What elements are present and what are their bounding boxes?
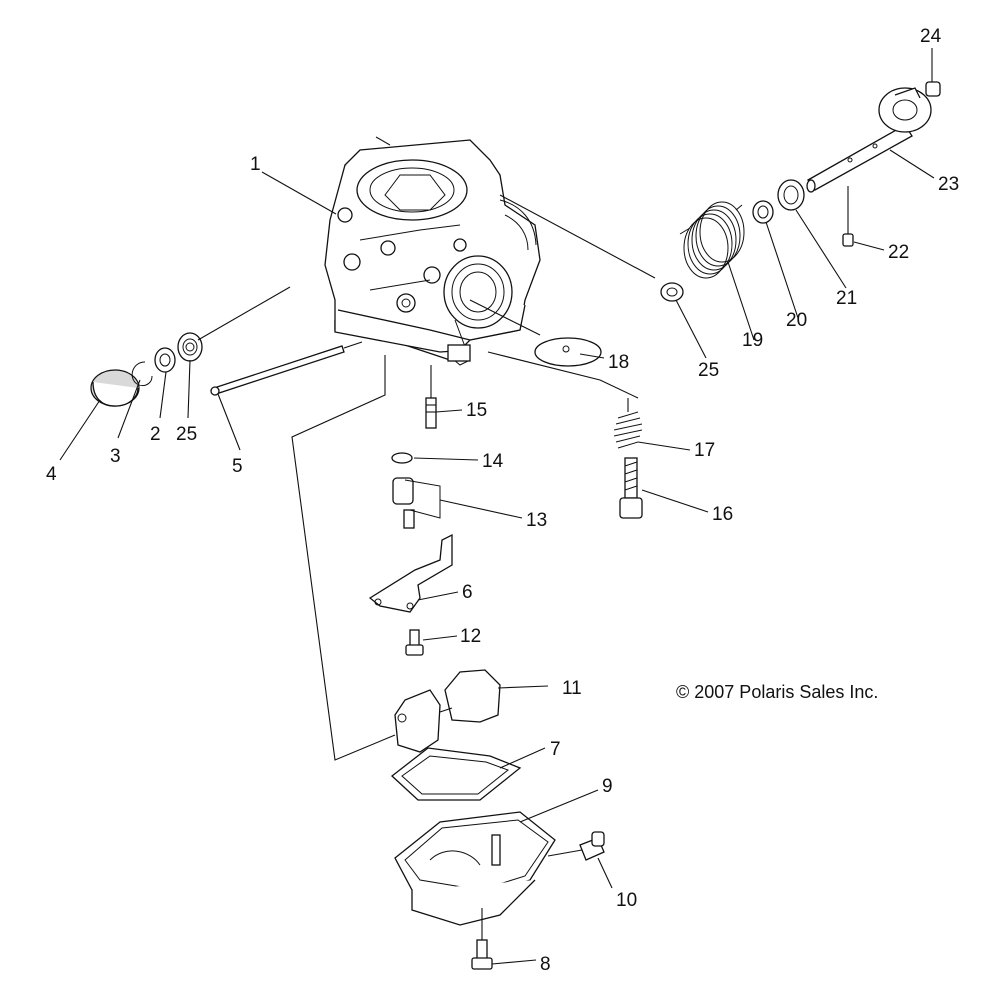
float-bowl-9: [394, 811, 556, 926]
callout-25-left: 25: [176, 424, 197, 445]
jet-15: [425, 365, 437, 429]
callout-9: 9: [602, 776, 613, 797]
cover-18: [534, 337, 602, 367]
spring-19: [679, 201, 745, 279]
axis-line-right: [499, 194, 656, 279]
callout-12: 12: [460, 626, 481, 647]
callout-13: 13: [526, 510, 547, 531]
bushing-21: [777, 179, 805, 211]
cap-nut-24: [925, 81, 941, 97]
callout-1: 1: [250, 154, 261, 175]
screw-12: [405, 629, 424, 656]
callout-11: 11: [562, 678, 582, 699]
screw-8: [471, 908, 493, 970]
callout-21: 21: [836, 288, 857, 309]
callout-3: 3: [110, 446, 121, 467]
cap-4: [90, 369, 140, 407]
callout-16: 16: [712, 504, 733, 525]
callout-24: 24: [920, 26, 942, 47]
throttle-shaft-5: [210, 345, 345, 396]
carburetor-body: [324, 136, 541, 366]
shaft-23: [806, 87, 932, 193]
gasket-7: [390, 747, 522, 801]
needle-valve-13: [392, 477, 441, 529]
spring-17: [613, 398, 643, 449]
callout-25-right: 25: [698, 360, 719, 381]
callout-7: 7: [550, 739, 561, 760]
idle-screw-16: [619, 457, 643, 519]
drain-screw-10: [547, 831, 605, 861]
callout-22: 22: [888, 242, 909, 263]
callout-15: 15: [466, 400, 487, 421]
o-ring-14: [391, 452, 413, 464]
axis-line-cover: [469, 299, 541, 336]
assembly-axis-line: [291, 355, 396, 761]
seal-25-left: [177, 332, 203, 362]
washer-2: [154, 347, 176, 373]
axis-line-shaft: [343, 341, 363, 349]
callout-17: 17: [694, 440, 715, 461]
axis-line-idle: [487, 351, 639, 399]
float-bracket-6: [368, 533, 453, 613]
e-clip-3: [131, 361, 153, 387]
callout-20: 20: [786, 310, 807, 331]
callout-6: 6: [462, 582, 473, 603]
callout-2: 2: [150, 424, 161, 445]
washer-20: [752, 200, 774, 224]
callout-5: 5: [232, 456, 243, 477]
seal-25-right: [660, 282, 684, 302]
float-11: [394, 669, 501, 753]
callout-23: 23: [938, 174, 959, 195]
copyright-notice: © 2007 Polaris Sales Inc.: [676, 682, 878, 702]
callout-4: 4: [46, 464, 57, 485]
callout-18: 18: [608, 352, 629, 373]
leader-lines: [59, 48, 935, 965]
callout-8: 8: [540, 954, 551, 975]
axis-line-left: [197, 286, 291, 341]
callout-10: 10: [616, 890, 637, 911]
callout-14: 14: [482, 451, 504, 472]
screw-22: [842, 186, 854, 247]
callout-19: 19: [742, 330, 763, 351]
